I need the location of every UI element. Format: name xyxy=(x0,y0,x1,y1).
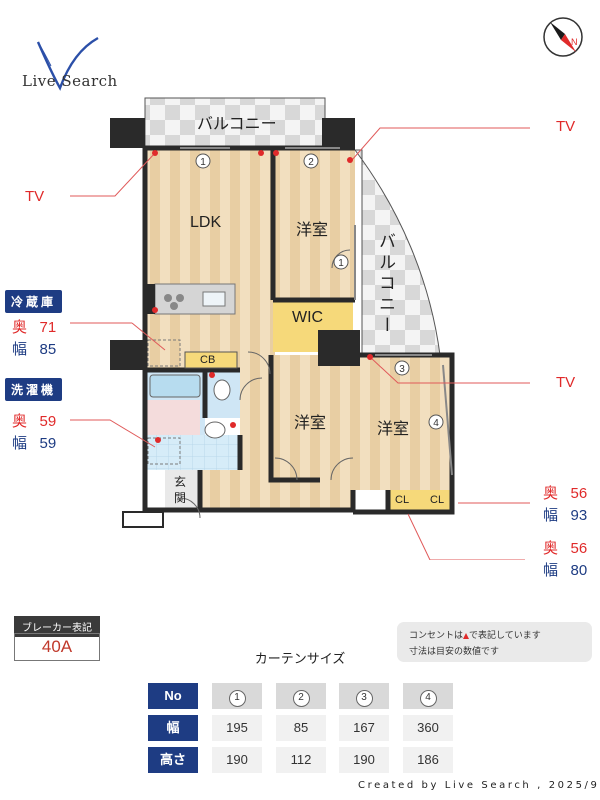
curtain-width-3: 167 xyxy=(339,715,389,741)
curtain-header-width: 幅 xyxy=(148,715,198,741)
room-ldk: LDK xyxy=(190,214,222,231)
closet-2-width: 幅 80 xyxy=(543,562,588,579)
curtain-height-2: 112 xyxy=(276,747,326,773)
washer-depth: 奥 59 xyxy=(12,413,57,430)
curtain-title: カーテンサイズ xyxy=(254,652,346,667)
curtain-width-4: 360 xyxy=(403,715,453,741)
fridge-tag: 冷蔵庫 xyxy=(5,290,63,313)
curtain-col-1: 1 xyxy=(212,683,262,709)
washer-tag: 洗濯機 xyxy=(5,378,63,401)
room-western-1: 洋室 xyxy=(296,222,329,239)
closet-label-1: CL xyxy=(395,494,410,506)
window-number-4: 4 xyxy=(433,418,439,429)
curtain-col-4: 4 xyxy=(403,683,453,709)
fridge-depth: 奥 71 xyxy=(12,319,57,336)
outlet-note: コンセントはで表記しています xyxy=(409,631,541,641)
curtain-width-2: 85 xyxy=(276,715,326,741)
curtain-header-height: 高さ xyxy=(148,747,198,773)
outlet-marker-icon xyxy=(463,632,470,639)
closet-2-depth: 奥 56 xyxy=(543,540,588,557)
balcony-top-label: バルコニー xyxy=(197,116,277,133)
brand-name: Live Search xyxy=(22,72,118,90)
breaker-label: ブレーカー表記 xyxy=(14,616,100,637)
live-search-logo-icon xyxy=(36,36,99,91)
floor-plan: 1 2 1 3 4 xyxy=(70,97,530,560)
window-number-1b: 1 xyxy=(338,258,344,269)
balcony-side-label: バルコニー xyxy=(376,232,395,337)
window-number-2: 2 xyxy=(308,157,314,168)
tv-label-room1: TV xyxy=(556,118,576,135)
curtain-width-1: 195 xyxy=(212,715,262,741)
compass-icon: N xyxy=(543,17,583,57)
tv-label-ldk: TV xyxy=(25,188,45,205)
closet-1-width: 幅 93 xyxy=(543,507,588,524)
window-number-3: 3 xyxy=(399,364,405,375)
washer-width: 幅 59 xyxy=(12,435,57,452)
room-western-3: 洋室 xyxy=(377,421,410,438)
dimension-note: 寸法は目安の数値です xyxy=(409,647,500,657)
room-western-2: 洋室 xyxy=(294,415,327,432)
curtain-col-3: 3 xyxy=(339,683,389,709)
room-cb: CB xyxy=(200,354,216,366)
curtain-col-2: 2 xyxy=(276,683,326,709)
window-number-1: 1 xyxy=(200,157,206,168)
closet-1-depth: 奥 56 xyxy=(543,485,588,502)
curtain-header-no: No xyxy=(148,683,198,709)
curtain-height-4: 186 xyxy=(403,747,453,773)
notes-box: コンセントはで表記しています 寸法は目安の数値です xyxy=(397,622,592,662)
room-entrance: 玄関 xyxy=(174,475,187,505)
svg-text:N: N xyxy=(571,37,578,47)
credit-line: Created by Live Search , 2025/9 xyxy=(358,780,600,791)
tv-label-room3: TV xyxy=(556,374,576,391)
curtain-height-1: 190 xyxy=(212,747,262,773)
breaker-value: 40A xyxy=(14,633,100,661)
closet-label-2: CL xyxy=(430,494,445,506)
room-wic: WIC xyxy=(292,309,324,326)
fridge-width: 幅 85 xyxy=(12,341,57,358)
curtain-height-3: 190 xyxy=(339,747,389,773)
